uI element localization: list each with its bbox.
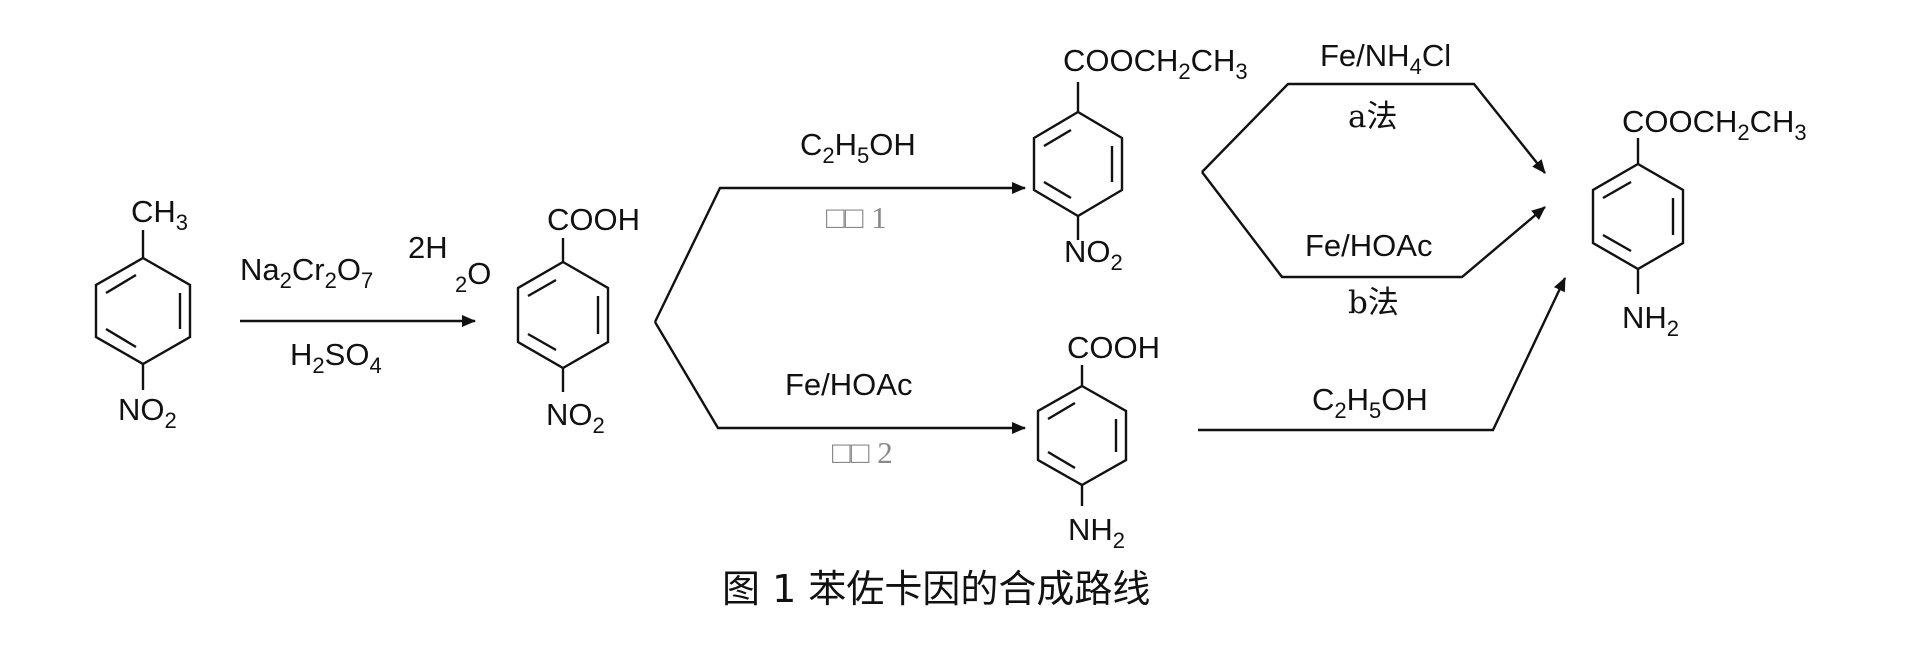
compound-p-aminobenzoic-acid — [1036, 365, 1128, 506]
compound-benzocaine — [1591, 138, 1685, 294]
compound-p-nitrotoluene — [94, 230, 192, 390]
no2-group: NO2 — [546, 397, 605, 438]
reagent-2h2o-tail: 2O — [455, 256, 491, 297]
no2-group: NO2 — [118, 392, 177, 433]
no2-group: NO2 — [1064, 234, 1123, 275]
cooh-group: COOH — [547, 202, 640, 237]
reagent-fe-hoac-method-b: Fe/HOAc — [1305, 228, 1432, 263]
method-b-path — [1201, 171, 1546, 279]
nh2-group: NH2 — [1622, 300, 1679, 341]
compound-ethyl-p-nitrobenzoate — [1032, 82, 1124, 240]
reagent-c2h5oh-esterify: C2H5OH — [1312, 382, 1428, 423]
ch3-group: CH3 — [131, 194, 188, 235]
method-a-path — [1201, 82, 1546, 174]
cooch2ch3-group: COOCH2CH3 — [1063, 43, 1248, 84]
reagent-2h2o: 2H — [408, 230, 448, 265]
method-b-label: b法 — [1348, 285, 1399, 321]
step1-label: □□ 1 — [826, 200, 887, 235]
reagent-h2so4: H2SO4 — [290, 337, 382, 378]
arrow-esterification — [1198, 277, 1567, 432]
cooh-group: COOH — [1067, 330, 1160, 365]
cooch2ch3-group: COOCH2CH3 — [1622, 104, 1807, 145]
method-a-label: a法 — [1348, 99, 1397, 135]
reagent-c2h5oh-step1: C2H5OH — [800, 127, 916, 168]
reagent-fe-nh4cl: Fe/NH4Cl — [1320, 38, 1451, 79]
compound-p-nitrobenzoic-acid — [516, 238, 610, 392]
step2-label: □□ 2 — [832, 435, 893, 470]
nh2-group: NH2 — [1068, 512, 1125, 553]
figure-caption: 图 1 苯佐卡因的合成路线 — [722, 567, 1150, 611]
reagent-na2cr2o7: Na2Cr2O7 — [240, 252, 373, 293]
branch-line-top — [653, 182, 1026, 323]
branch-line-bottom — [653, 321, 1026, 434]
reagent-fe-hoac-step2: Fe/HOAc — [785, 367, 912, 402]
